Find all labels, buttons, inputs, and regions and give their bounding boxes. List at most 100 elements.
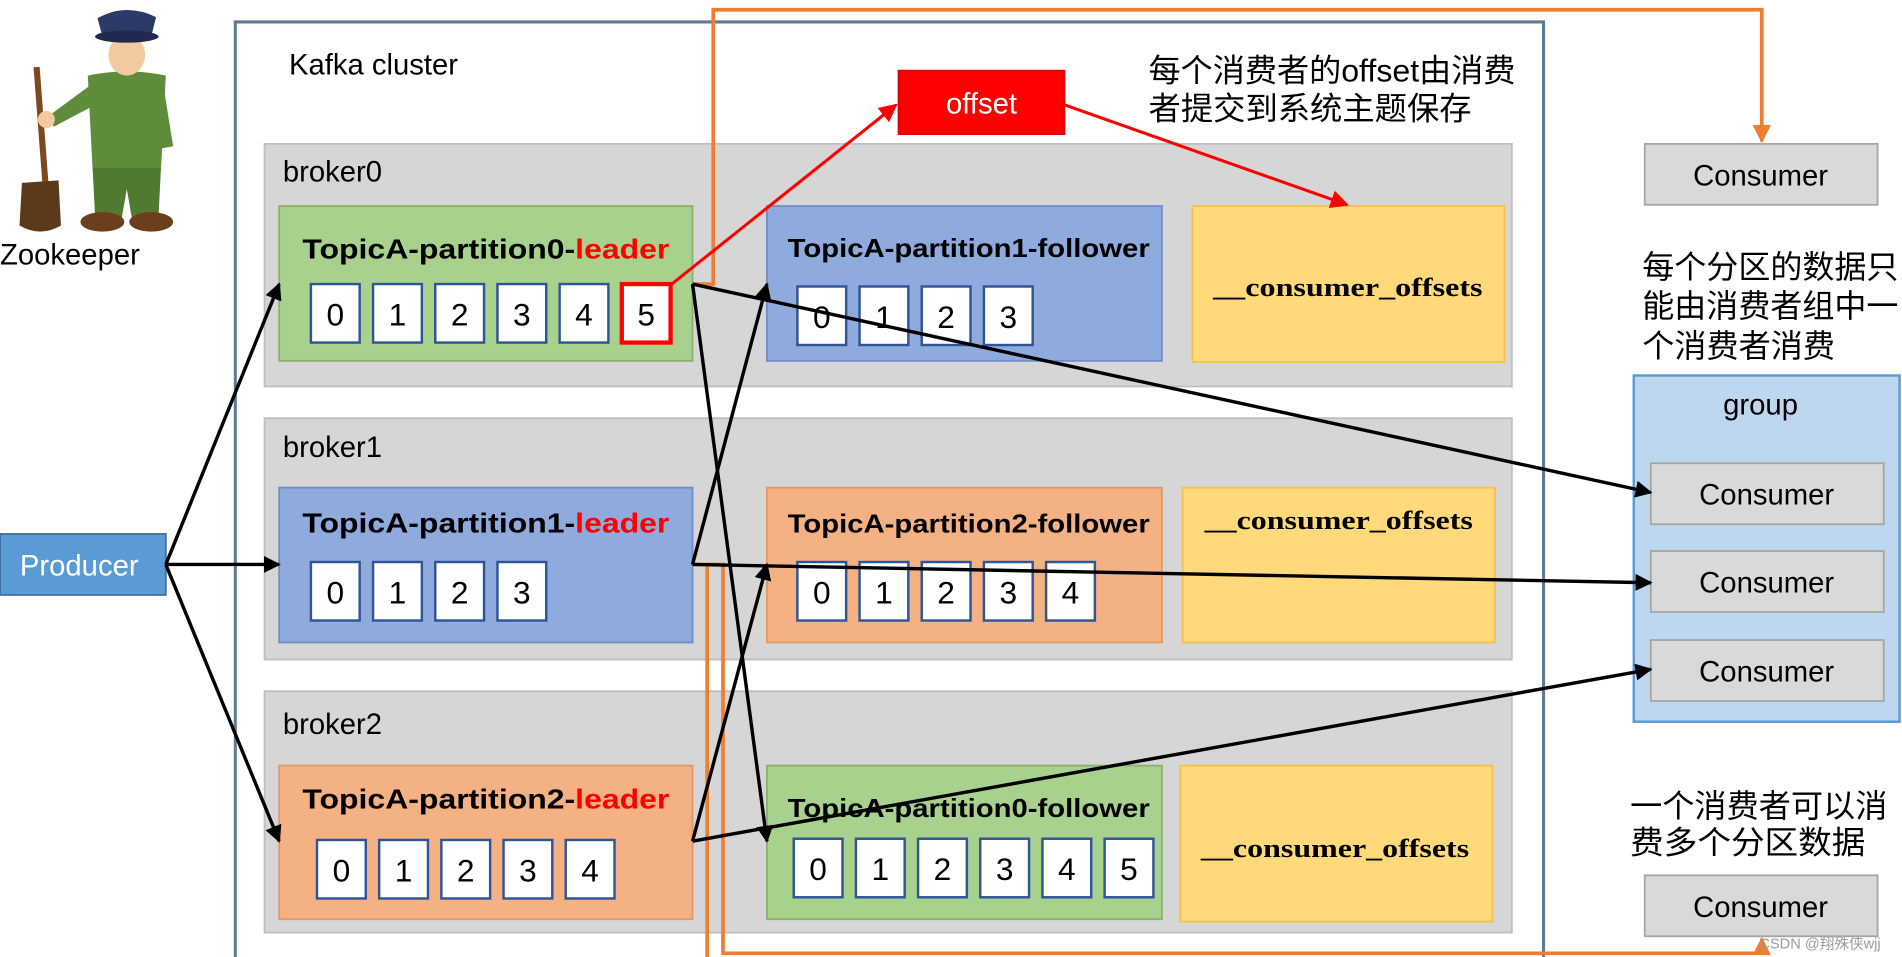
producer-box: Producer <box>0 533 167 596</box>
leader-role: leader <box>575 783 669 814</box>
arrow-cell-to-offset <box>670 103 898 286</box>
broker-2: broker2 TopicA-partition2-leader 0 1 2 3… <box>263 690 1513 934</box>
arrow-p0-leader-to-consumer-1 <box>692 282 1653 498</box>
cell-offset: 2 <box>937 299 955 335</box>
arrow-p1-leader-to-follower <box>690 282 772 565</box>
partition-title: TopicA-partition0-follower <box>788 795 1150 823</box>
cell-offset: 3 <box>996 851 1014 887</box>
consumer-offsets-label: __consumer_offsets <box>1200 833 1469 863</box>
cell-offset: 2 <box>937 574 955 610</box>
cell-offset: 0 <box>326 297 344 333</box>
note-offset-commit: 每个消费者的offset由消费 者提交到系统主题保存 <box>1149 53 1516 127</box>
cell-offset: 3 <box>513 574 531 610</box>
partition-cell: 4 <box>1041 837 1093 899</box>
partition-leader-box: TopicA-partition1-leader 0 1 2 3 <box>278 486 694 644</box>
partition-cell: 0 <box>315 838 367 900</box>
cell-offset: 0 <box>813 299 831 335</box>
partition-cell: 0 <box>792 837 844 899</box>
partition-cell: 3 <box>982 285 1034 347</box>
partition-cell: 2 <box>916 837 969 899</box>
arrow-producer-to-p2-leader <box>164 563 282 843</box>
cell-offset: 0 <box>813 574 831 610</box>
partition-cell: 2 <box>434 282 486 344</box>
leader-role: leader <box>575 508 669 539</box>
cell-offset: 1 <box>389 574 407 610</box>
broker-label: broker1 <box>283 432 382 464</box>
partition-cell: 1 <box>371 560 424 622</box>
cell-offset: 2 <box>457 852 475 888</box>
svg-text:一个消费者可以消: 一个消费者可以消 <box>1630 788 1887 824</box>
arrow-p1-leader-to-consumer-2 <box>692 562 1653 591</box>
zookeeper-figure <box>19 10 174 232</box>
partition-cell-highlighted: 5 <box>619 281 673 345</box>
group-consumer-1: Consumer <box>1649 462 1885 526</box>
red-arrows <box>670 103 1349 286</box>
consumer-offsets-label: __consumer_offsets <box>1203 505 1472 535</box>
svg-text:个消费者消费: 个消费者消费 <box>1642 328 1835 364</box>
arrow-producer-to-p0-leader <box>164 282 282 566</box>
arrow-offset-to-consumer-offsets <box>1063 103 1349 208</box>
cell-offset: 5 <box>637 297 655 333</box>
partition-cell: 3 <box>496 560 548 622</box>
svg-text:费多个分区数据: 费多个分区数据 <box>1630 824 1865 860</box>
partition-follower-box: TopicA-partition2-follower 0 1 2 3 4 <box>765 486 1163 644</box>
group-consumer-2: Consumer <box>1649 550 1885 613</box>
leader-role: leader <box>575 233 669 264</box>
partition-cell: 3 <box>496 282 548 344</box>
partition-title: TopicA-partition1-leader <box>302 508 669 539</box>
consumer-group: group Consumer Consumer Consumer <box>1632 374 1901 723</box>
cell-offset: 4 <box>1058 851 1076 887</box>
cell-offset: 5 <box>1120 851 1138 887</box>
broker-0: broker0 TopicA-partition0-leader 0 1 2 3… <box>263 142 1513 388</box>
cell-offset: 3 <box>513 297 531 333</box>
partition-cell: 0 <box>309 282 361 344</box>
cell-offset: 2 <box>451 574 469 610</box>
watermark: CSDN @翔殊侠wjj <box>1759 935 1880 952</box>
partition-cell: 3 <box>502 838 554 900</box>
zookeeper-label: Zookeeper <box>0 240 140 272</box>
partition-cell: 5 <box>1103 837 1155 899</box>
producer-label: Producer <box>20 550 139 582</box>
cell-offset: 1 <box>389 297 407 333</box>
broker-1: broker1 TopicA-partition1-leader 0 1 2 3… <box>263 417 1513 661</box>
partition-cell: 4 <box>564 838 616 900</box>
partition-cell: 1 <box>377 838 430 900</box>
svg-text:者提交到系统主题保存: 者提交到系统主题保存 <box>1149 90 1472 126</box>
partition-title: TopicA-partition0-leader <box>302 233 669 264</box>
consumer-top: Consumer <box>1643 142 1879 206</box>
partition-cell: 1 <box>371 282 424 344</box>
partition-title: TopicA-partition1-follower <box>788 235 1150 263</box>
cell-offset: 2 <box>451 297 469 333</box>
arrow-p0-leader-to-follower <box>690 283 774 843</box>
note-partition-rule: 每个分区的数据只 能由消费者组中一 个消费者消费 <box>1642 249 1898 364</box>
cell-offset: 0 <box>333 852 351 888</box>
black-arrows <box>164 282 1653 843</box>
cell-offset: 1 <box>875 299 893 335</box>
consumer-label: Consumer <box>1693 892 1828 924</box>
partition-leader-box: TopicA-partition0-leader 0 1 2 3 4 5 <box>278 205 694 362</box>
consumer-offsets-box: __consumer_offsets <box>1179 764 1494 923</box>
cell-offset: 2 <box>934 851 952 887</box>
partition-title: TopicA-partition2-leader <box>302 783 669 814</box>
consumer-label: Consumer <box>1699 567 1834 599</box>
group-label: group <box>1723 389 1798 421</box>
cell-offset: 0 <box>326 574 344 610</box>
partition-cell: 3 <box>979 837 1031 899</box>
consumer-bottom: Consumer <box>1643 874 1879 938</box>
group-consumer-3: Consumer <box>1649 639 1885 702</box>
consumer-offsets-label: __consumer_offsets <box>1212 272 1483 302</box>
cell-offset: 1 <box>395 852 413 888</box>
cell-offset: 4 <box>1062 574 1080 610</box>
cell-offset: 4 <box>575 297 593 333</box>
cell-offset: 4 <box>581 852 599 888</box>
partition-follower-box: TopicA-partition0-follower 0 1 2 3 4 5 <box>765 764 1163 921</box>
consumer-offsets-box: __consumer_offsets <box>1181 486 1496 644</box>
cell-offset: 3 <box>519 852 537 888</box>
partition-follower-box: TopicA-partition1-follower 0 1 2 3 <box>765 205 1163 362</box>
consumer-offsets-box: __consumer_offsets <box>1191 205 1506 363</box>
svg-text:能由消费者组中一: 能由消费者组中一 <box>1642 288 1898 324</box>
partition-cell: 0 <box>796 560 848 622</box>
cell-offset: 3 <box>999 574 1017 610</box>
cell-offset: 1 <box>871 851 889 887</box>
